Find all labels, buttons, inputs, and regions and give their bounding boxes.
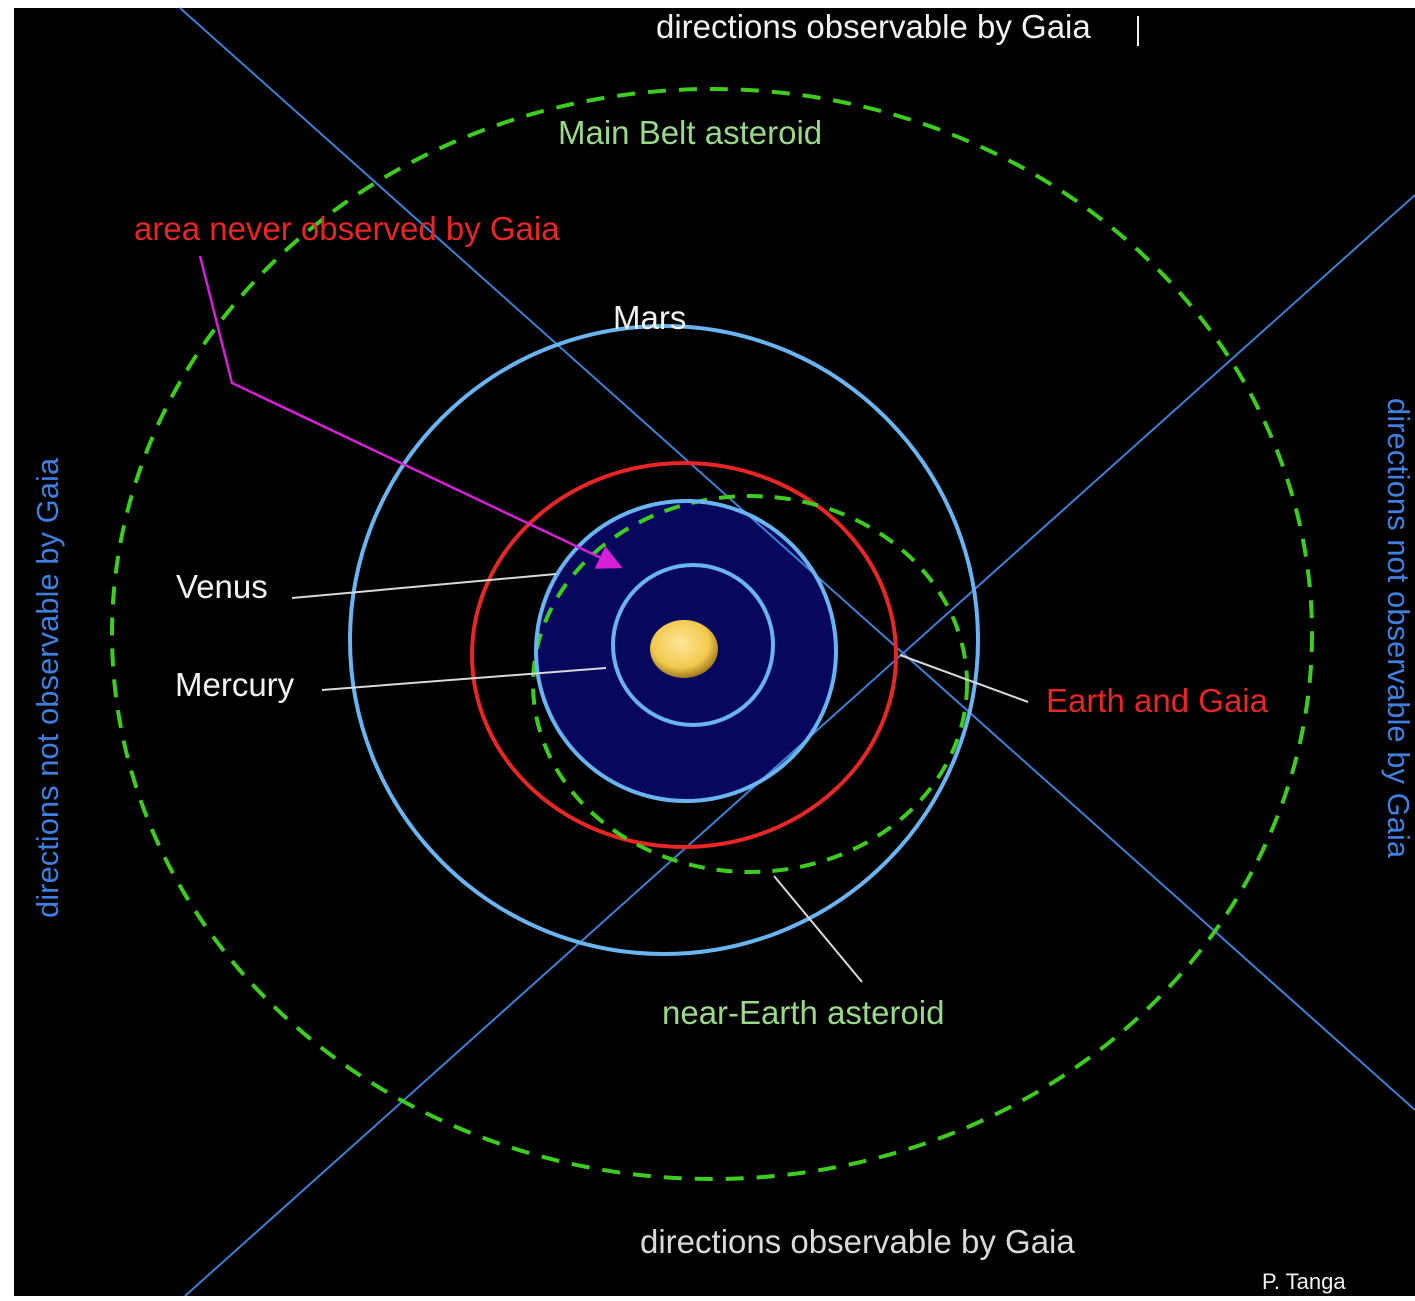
never-observed-arrow — [198, 255, 623, 569]
venus-label: Venus — [176, 568, 268, 605]
sun — [650, 620, 718, 678]
left-direction-label: directions not observable by Gaia — [30, 457, 65, 918]
near-earth-label: near-Earth asteroid — [662, 994, 944, 1031]
never-observed-label: area never observed by Gaia — [134, 210, 560, 247]
mars-label: Mars — [613, 299, 686, 336]
venus-pointer-line — [291, 573, 557, 599]
mercury-orbit — [611, 563, 775, 727]
mercury-label: Mercury — [175, 666, 295, 703]
near-earth-asteroid-orbit — [531, 494, 969, 874]
earth-gaia-pointer-line — [899, 654, 1029, 703]
mercury-pointer-line — [321, 667, 607, 691]
top-direction-label: directions observable by Gaia — [656, 8, 1091, 45]
main-belt-label: Main Belt asteroid — [558, 114, 822, 151]
main-belt-asteroid-orbit — [110, 87, 1314, 1181]
mars-orbit — [348, 324, 980, 956]
bottom-direction-label: directions observable by Gaia — [640, 1223, 1075, 1260]
credit-label: P. Tanga — [1262, 1269, 1346, 1294]
direction-boundary-line-1 — [179, 7, 1415, 1111]
right-direction-label: directions not observable by Gaia — [1381, 398, 1415, 859]
venus-orbit — [534, 499, 838, 803]
earth-gaia-label: Earth and Gaia — [1046, 682, 1269, 719]
earth-orbit — [470, 461, 898, 849]
near-earth-pointer-line — [773, 875, 863, 983]
